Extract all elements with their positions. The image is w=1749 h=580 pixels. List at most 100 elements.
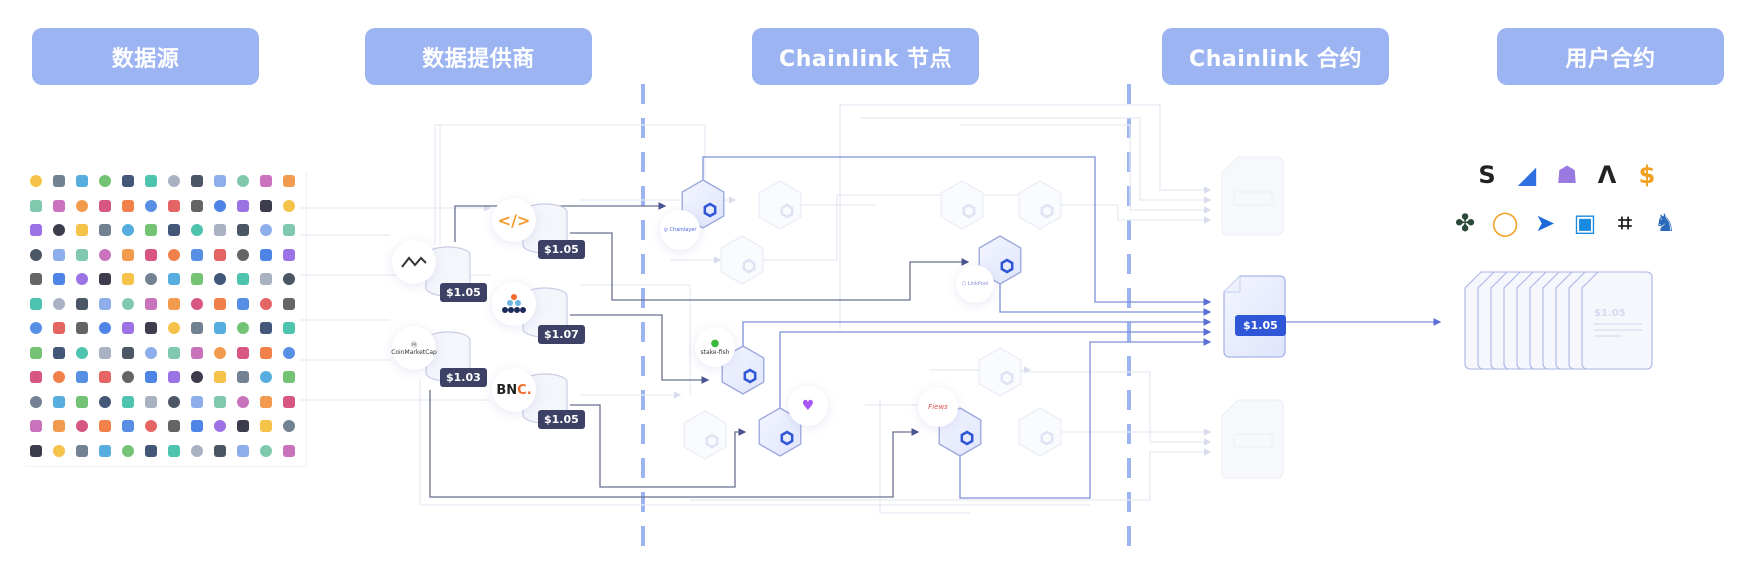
chainlink-contract-faded-top xyxy=(1221,156,1284,236)
node-operator-stakefish: ●stake-fish xyxy=(695,327,735,367)
user-contract-doc xyxy=(1581,271,1653,370)
data-source-logo-icon xyxy=(30,297,42,310)
data-source-logo-icon xyxy=(191,224,203,236)
linkpool-logo-icon: ⬡ LinkPool xyxy=(961,281,989,287)
data-source-logo-icon xyxy=(99,224,111,236)
data-source-logo-icon xyxy=(99,322,111,334)
loopring-icon: ◢ xyxy=(1517,161,1537,189)
data-source-logo-icon xyxy=(214,346,226,359)
data-source-logo-icon xyxy=(30,224,42,236)
data-source-logo-icon xyxy=(76,175,88,187)
data-source-logo-icon xyxy=(168,346,180,359)
data-source-logo-icon xyxy=(260,199,272,212)
data-source-logo-icon xyxy=(122,420,134,432)
header-data-sources: 数据源 xyxy=(32,28,259,85)
data-source-logo-icon xyxy=(260,444,272,457)
hashflow-icon: ⌗ xyxy=(1618,209,1632,237)
faded-line xyxy=(580,284,691,395)
data-source-logo-icon xyxy=(191,371,203,383)
data-source-logo-icon xyxy=(283,273,295,285)
hegic-icon: ▣ xyxy=(1573,209,1597,237)
data-source-logo-icon xyxy=(99,346,111,359)
data-source-logo-icon xyxy=(122,175,134,187)
data-source-logo-icon xyxy=(145,248,157,261)
data-source-logo-icon xyxy=(30,273,42,285)
chainlink-logo-icon xyxy=(1000,258,1014,274)
data-source-logo-icon xyxy=(122,395,134,408)
price-tag: $1.05 xyxy=(538,240,585,259)
data-source-logo-icon xyxy=(30,444,42,457)
divider-node-contract xyxy=(1127,84,1131,554)
data-source-logo-icon xyxy=(122,322,134,334)
data-source-logo-icon xyxy=(214,273,226,285)
data-source-logo-icon xyxy=(191,346,203,359)
active-line xyxy=(702,156,1212,306)
aave-ghost-icon: ☗ xyxy=(1556,161,1578,189)
data-source-logo-icon xyxy=(168,297,180,310)
data-source-logo-icon xyxy=(145,322,157,334)
data-source-logo-icon xyxy=(145,346,157,359)
data-source-logo-icon xyxy=(260,175,272,187)
data-source-logo-icon xyxy=(191,248,203,261)
node-hexagons xyxy=(681,179,1062,460)
provider-logo-bnc: BNC. xyxy=(492,368,536,412)
data-source-logo-icon xyxy=(283,297,295,310)
active-line xyxy=(429,390,920,498)
price-tag: $1.03 xyxy=(440,368,487,387)
data-source-logo-icon xyxy=(30,371,42,383)
kaiko-logo-icon: </> xyxy=(497,210,531,230)
data-source-logo-icon xyxy=(76,346,88,359)
chainlink-logo-icon xyxy=(1000,370,1014,386)
data-source-logo-icon xyxy=(283,420,295,432)
data-source-logo-icon xyxy=(30,322,42,334)
data-source-logo-icon xyxy=(122,371,134,383)
chainlink-logo-icon xyxy=(1040,203,1054,219)
chainlink-contract-faded-bottom xyxy=(1221,399,1284,479)
data-source-logo-icon xyxy=(99,444,111,457)
data-source-logo-grid xyxy=(26,172,307,467)
data-source-logo-icon xyxy=(214,175,226,187)
wave-logo-icon xyxy=(401,256,427,268)
data-source-logo-icon xyxy=(76,322,88,334)
faded-line xyxy=(1020,371,1212,446)
data-source-logo-icon xyxy=(53,395,65,408)
data-source-logo-icon xyxy=(99,273,111,285)
data-source-logo-icon xyxy=(53,346,65,359)
data-source-logo-icon xyxy=(53,371,65,383)
data-source-logo-icon xyxy=(237,444,249,457)
active-line xyxy=(570,314,710,384)
data-source-logo-icon xyxy=(237,224,249,236)
data-source-logo-icon xyxy=(168,371,180,383)
data-source-logo-icon xyxy=(283,248,295,261)
chainlink-node-inactive xyxy=(1018,180,1062,230)
active-line xyxy=(959,338,1212,499)
data-source-logo-icon xyxy=(30,175,42,187)
price-tag: $1.05 xyxy=(538,410,585,429)
provider-logo-dots xyxy=(492,282,536,326)
certus-logo-icon: ♥ xyxy=(801,398,815,414)
data-source-logo-icon xyxy=(214,444,226,457)
data-source-logo-icon xyxy=(99,248,111,261)
data-source-logo-icon xyxy=(53,444,65,457)
active-line xyxy=(999,283,1212,316)
ring-icon: ◯ xyxy=(1491,209,1519,237)
header-user-contracts: 用户合约 xyxy=(1497,28,1724,85)
chainlink-node-inactive xyxy=(978,347,1022,397)
data-source-logo-icon xyxy=(260,395,272,408)
data-source-logo-icon xyxy=(191,420,203,432)
data-source-logo-icon xyxy=(30,199,42,212)
data-source-logo-icon xyxy=(214,395,226,408)
data-source-logo-icon xyxy=(191,444,203,457)
chainlink-logo-icon xyxy=(780,430,794,446)
data-source-logo-icon xyxy=(53,175,65,187)
bnc-logo-icon: BNC. xyxy=(496,382,532,398)
data-source-logo-icon xyxy=(122,248,134,261)
data-source-logo-icon xyxy=(145,199,157,212)
data-source-logo-icon xyxy=(260,248,272,261)
data-source-logo-icon xyxy=(145,420,157,432)
active-provider-lines xyxy=(429,202,970,498)
provider-logo-amberdata xyxy=(392,240,436,284)
data-source-logo-icon xyxy=(122,224,134,236)
data-source-logo-icon xyxy=(53,322,65,334)
